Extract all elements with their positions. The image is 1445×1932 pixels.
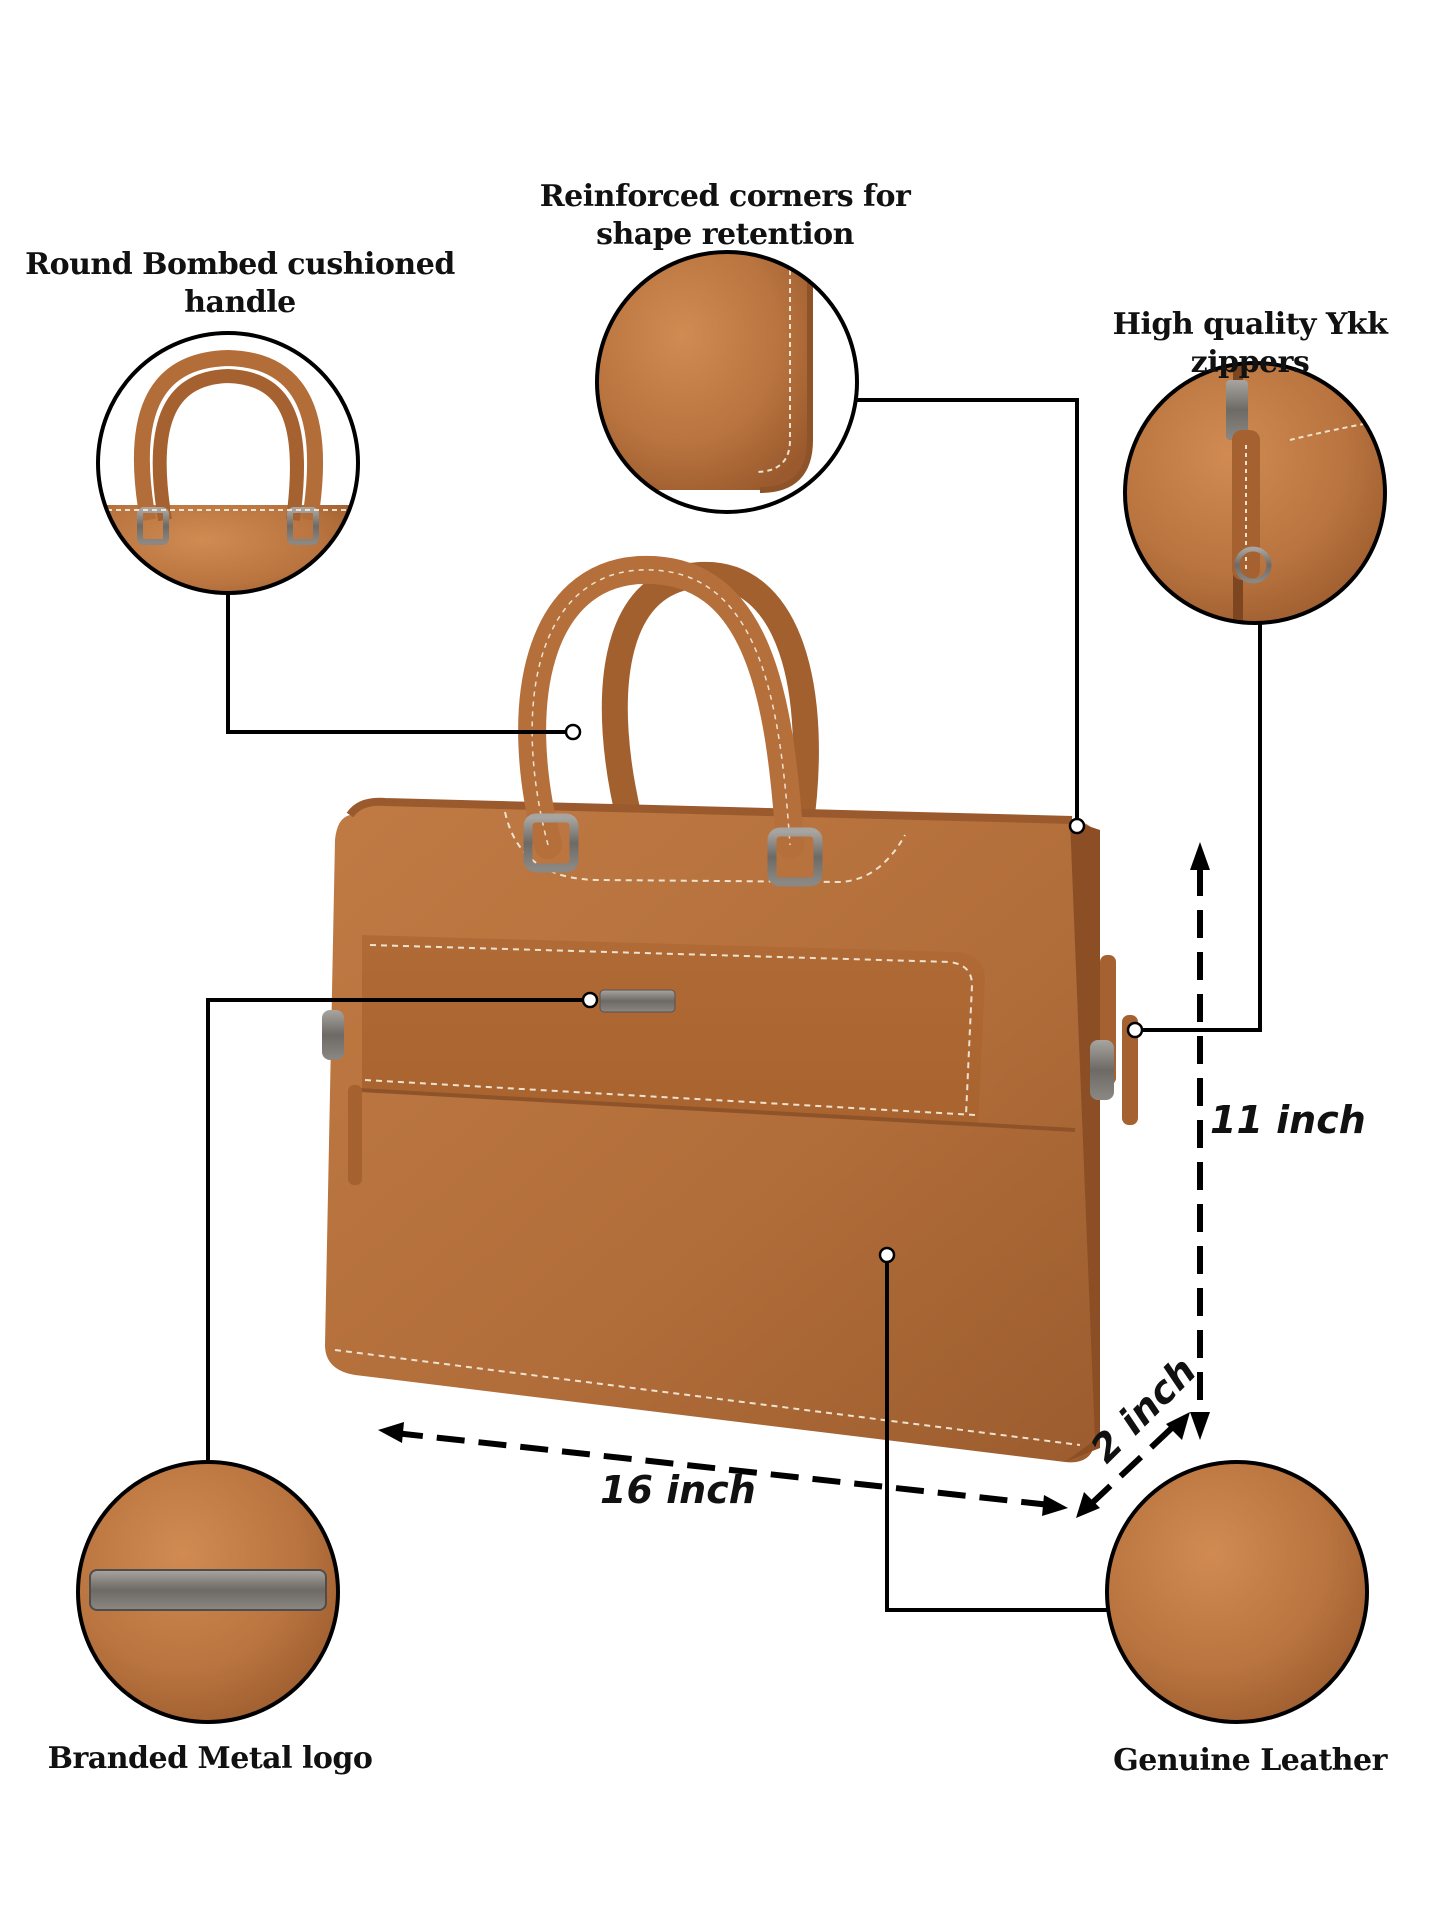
zippers-detail-circle: [1123, 361, 1387, 625]
height-dimension-label: 11 inch: [1210, 1098, 1366, 1142]
zippers-connector: [1135, 623, 1262, 1032]
pocket-zip-line: [359, 1088, 1076, 1132]
handle-connector: [226, 593, 573, 734]
bottom-stitch: [334, 1349, 1081, 1446]
handle-base-stitch: [504, 811, 906, 884]
dimension-arrowheads: [378, 842, 1210, 1518]
top-zip-band: [346, 797, 1073, 824]
handle-detail-circle: [96, 331, 360, 595]
front-handle-stitch: [531, 569, 791, 846]
metal-logo-badge: [599, 989, 676, 1013]
zipper-pull-front: [348, 1085, 362, 1185]
pocket-zip-stitch: [364, 1079, 976, 1116]
strap-clip: [1090, 1040, 1114, 1100]
corners-label-line1: Reinforced corners for: [539, 179, 911, 214]
d-ring-right: [767, 827, 823, 887]
width-dimension-label: 16 inch: [600, 1468, 756, 1512]
handle-label-line1: Round Bombed cushioned: [25, 247, 455, 282]
dimension-lines: [394, 868, 1203, 1508]
leather-feature-label: Genuine Leather: [1113, 1743, 1387, 1778]
corners-detail-circle: [595, 250, 859, 514]
depth-dim-line: [1087, 1422, 1178, 1508]
logo-detail-circle: [76, 1460, 340, 1724]
leather-connector: [885, 1255, 1107, 1612]
d-ring-left: [523, 813, 579, 873]
corners-feature-label: Reinforced corners for shape retention: [520, 178, 930, 253]
connector-dots: [564, 723, 1144, 1264]
front-pocket-upper: [362, 935, 985, 1125]
bag-side: [1065, 820, 1100, 1462]
zippers-feature-label: High quality Ykk zippers: [1112, 307, 1388, 380]
briefcase-bag: [322, 555, 1138, 1463]
zipper-pull-side-2: [1122, 1015, 1138, 1125]
logo-feature-label: Branded Metal logo: [47, 1741, 373, 1776]
bag-body: [325, 805, 1100, 1463]
corners-connector: [857, 398, 1079, 826]
corners-label-line2: shape retention: [596, 216, 854, 252]
handle-label-line2: handle: [184, 284, 296, 320]
pocket-stitch: [369, 944, 974, 1116]
logo-connector: [206, 998, 590, 1462]
width-dim-line: [394, 1430, 1051, 1508]
connector-lines: [206, 398, 1262, 1612]
leather-detail-circle: [1105, 1460, 1369, 1724]
handle-feature-label: Round Bombed cushioned handle: [20, 246, 460, 321]
strap-clip-left: [322, 1010, 344, 1060]
